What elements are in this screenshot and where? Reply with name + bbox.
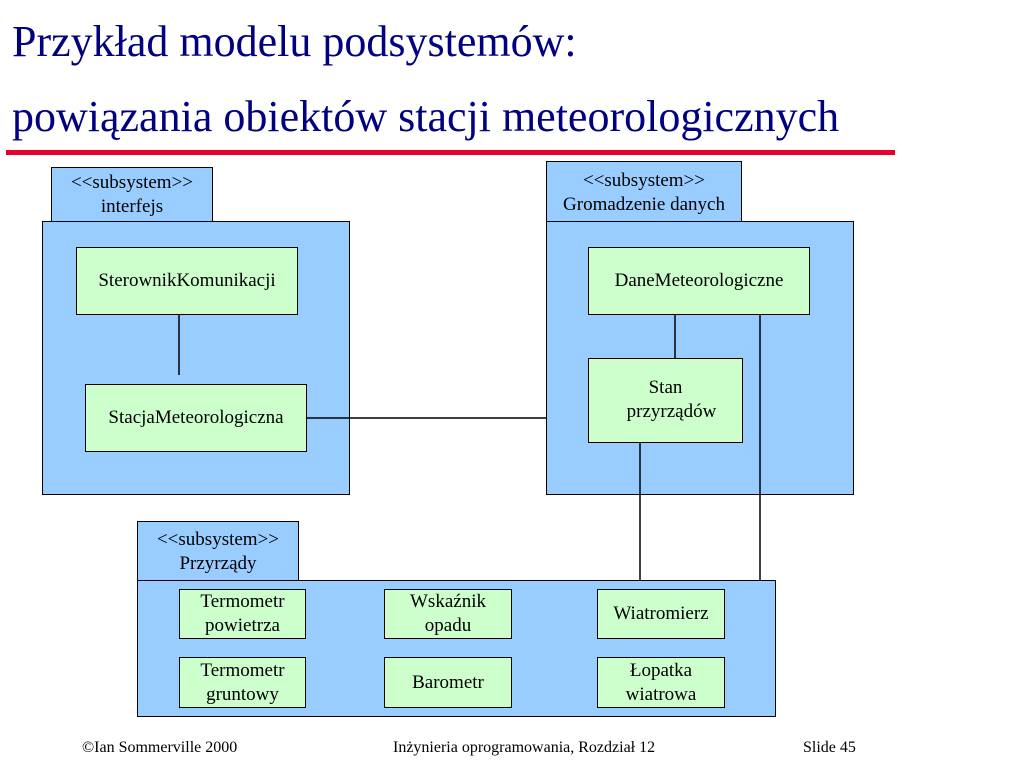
class-termometr-powietrza: Termometr powietrza [179,589,306,639]
class-wskaznik-opadu: Wskaźnik opadu [384,589,512,639]
subsystem-stereotype: <<subsystem>> [156,529,280,550]
class-lopatka-wiatrowa: Łopatka wiatrowa [597,657,725,708]
subsystem-name: Gromadzenie danych [563,194,725,215]
slide-title-line-2: powiązania obiektów stacji meteorologicz… [12,92,840,141]
class-wiatromierz: Wiatromierz [597,589,725,639]
class-sterownik-komunikacji: SterownikKomunikacji [76,247,298,315]
class-barometr: Barometr [384,657,512,708]
subsystem-name: Przyrządy [179,553,257,574]
class-dane-meteorologiczne: DaneMeteorologiczne [588,247,810,315]
class-termometr-gruntowy: Termometr gruntowy [179,657,306,708]
class-stacja-meteorologiczna: StacjaMeteorologiczna [85,384,307,452]
subsystem-gromadzenie-tab: <<subsystem>> Gromadzenie danych [546,161,742,223]
subsystem-name: interfejs [100,196,164,217]
subsystem-przyrzady-tab: <<subsystem>> Przyrządy [137,521,299,582]
footer-course: Inżynieria oprogramowania, Rozdział 12 [393,739,656,756]
class-stan-przyrzadow: Stan przyrządów [588,358,743,443]
slide-title-line-1: Przykład modelu podsystemów: [12,17,577,66]
title-underline [6,150,895,155]
footer-copyright: ©Ian Sommerville 2000 [82,739,238,756]
subsystem-stereotype: <<subsystem>> [582,170,706,191]
footer-slide-number: Slide 45 [803,739,856,756]
subsystem-stereotype: <<subsystem>> [70,172,194,193]
